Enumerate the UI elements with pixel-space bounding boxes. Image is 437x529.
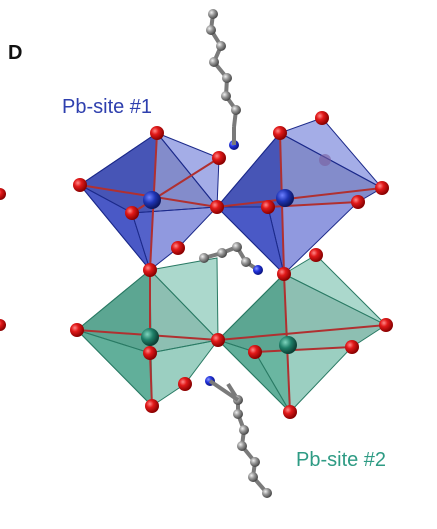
blue-octahedra (79, 117, 384, 276)
middle-chain-atoms (199, 242, 263, 275)
bottom-chain-atoms (205, 376, 272, 498)
panel-letter: D (8, 42, 23, 64)
bottom-chain-n-bond (208, 379, 240, 402)
pb-site-2-atoms (141, 328, 297, 354)
oxygen-atoms (0, 111, 393, 419)
pb-site-1-label: Pb-site #1 (62, 96, 153, 118)
pb-site-2-label: Pb-site #2 (296, 449, 387, 471)
pb-site-1-atoms (143, 154, 331, 209)
